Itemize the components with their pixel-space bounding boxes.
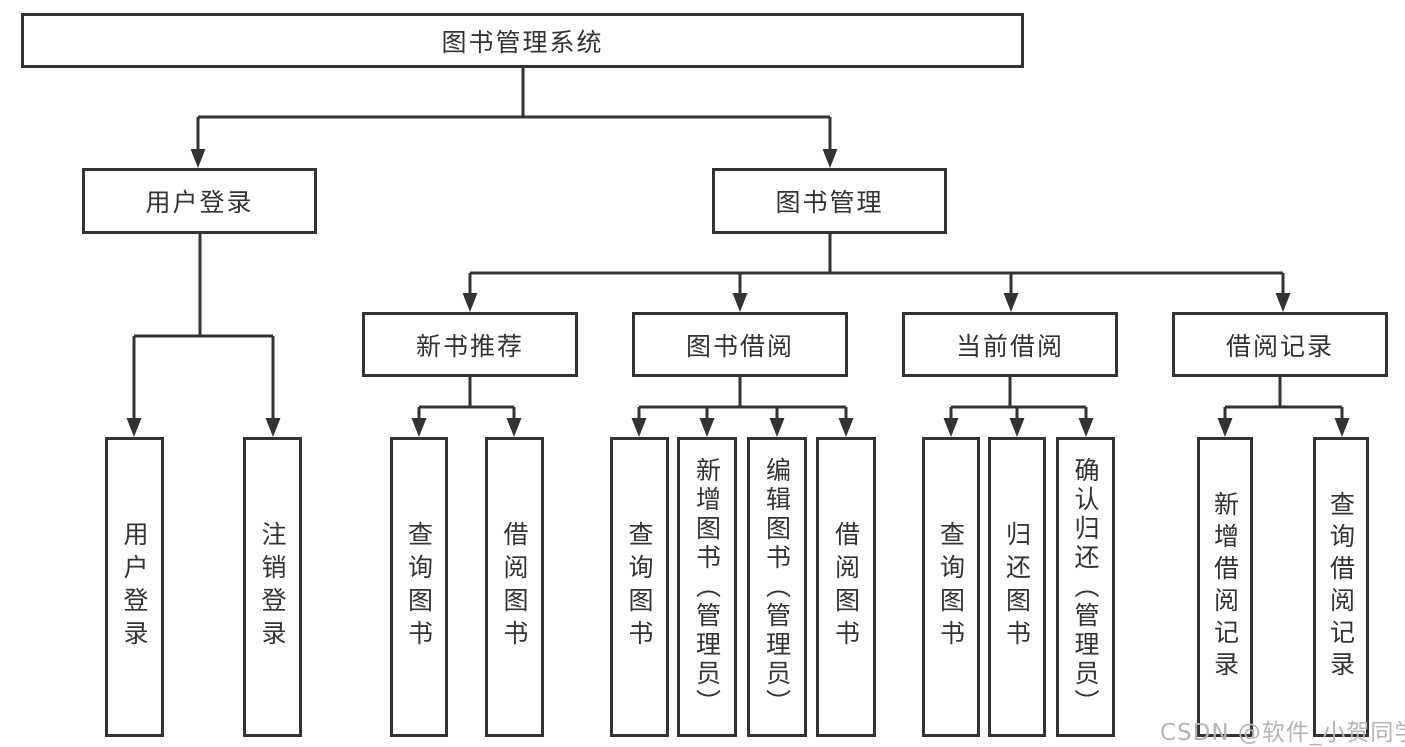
node-label: 借阅图书 (500, 521, 529, 653)
edge-bookborrow-to-leaves (637, 377, 848, 421)
node-label: 查询图书 (404, 521, 434, 653)
edge-records-to-leaves (1223, 377, 1344, 421)
node-label: 查询图书 (936, 521, 966, 653)
node-label: 借阅图书 (831, 521, 861, 653)
node-label: 编辑图书（管理员） (762, 456, 792, 718)
node-label: 注销登录 (258, 521, 287, 653)
edge-currentborrow-to-leaves (949, 377, 1088, 421)
leaf-confirm-return-admin: 确认归还（管理员） (1056, 437, 1115, 737)
csdn-watermark: CSDN @软件_小贺同学 (1160, 720, 1405, 746)
leaf-borrow-books: 借阅图书 (816, 437, 876, 737)
leaf-edit-books-admin: 编辑图书（管理员） (747, 437, 807, 737)
edge-root-to-level2 (196, 67, 832, 152)
leaf-borrow-books-recommend: 借阅图书 (485, 437, 544, 737)
node-label: 当前借阅 (955, 331, 1064, 361)
node-label: 查询图书 (625, 521, 654, 653)
edge-bookmgmt-to-level3 (468, 234, 1285, 296)
node-label: 确认归还（管理员） (1071, 456, 1100, 718)
edge-userlogin-to-leaves (132, 234, 275, 421)
node-label: 图书管理 (775, 188, 884, 217)
leaf-query-books-current: 查询图书 (922, 437, 980, 737)
node-label: 新书推荐 (415, 331, 524, 361)
node-label: 用户登录 (120, 521, 149, 653)
edge-newbook-to-leaves (417, 377, 516, 421)
leaf-query-borrow-record: 查询借阅记录 (1313, 437, 1369, 737)
node-label: 归还图书 (1002, 521, 1032, 653)
leaf-return-books: 归还图书 (988, 437, 1046, 737)
node-book-borrow: 图书借阅 (632, 312, 848, 377)
node-current-borrow: 当前借阅 (902, 312, 1118, 377)
leaf-user-login: 用户登录 (105, 437, 164, 737)
node-user-login: 用户登录 (82, 168, 317, 234)
node-label: 新增图书（管理员） (692, 456, 722, 718)
node-borrow-records: 借阅记录 (1172, 312, 1388, 377)
leaf-add-books-admin: 新增图书（管理员） (677, 437, 737, 737)
node-book-management: 图书管理 (712, 168, 947, 234)
node-label: 查询借阅记录 (1326, 491, 1356, 683)
node-root-system: 图书管理系统 (21, 13, 1024, 68)
leaf-logout: 注销登录 (243, 437, 302, 737)
leaf-query-books-recommend: 查询图书 (390, 437, 448, 737)
arrowheads (126, 149, 1350, 437)
leaf-query-books-borrow: 查询图书 (610, 437, 669, 737)
leaf-add-borrow-record: 新增借阅记录 (1197, 437, 1253, 737)
node-label: 借阅记录 (1225, 331, 1334, 361)
node-label: 图书管理系统 (441, 27, 604, 57)
node-new-book-recommend: 新书推荐 (362, 312, 578, 377)
node-label: 新增借阅记录 (1210, 491, 1240, 683)
node-label: 用户登录 (145, 188, 254, 217)
node-label: 图书借阅 (685, 331, 794, 361)
